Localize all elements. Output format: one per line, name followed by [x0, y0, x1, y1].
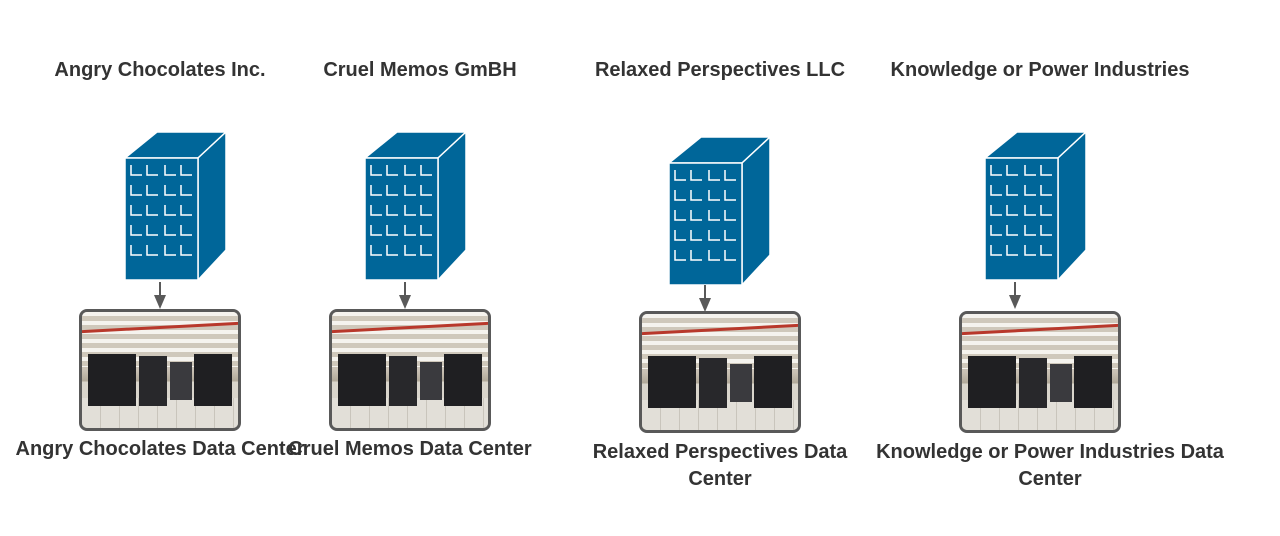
arrow-down-icon	[1008, 282, 1022, 312]
data-center-photo	[329, 309, 491, 431]
arrow-down-icon	[153, 282, 167, 312]
data-center-label: Knowledge or Power Industries Data Cente…	[876, 441, 1224, 490]
data-center-label: Cruel Memos Data Center	[288, 438, 532, 460]
building-icon	[360, 128, 470, 288]
arrow-down-icon	[398, 282, 412, 312]
company-title: Cruel Memos GmBH	[323, 59, 517, 81]
data-center-photo	[639, 311, 801, 433]
data-center-photo	[959, 311, 1121, 433]
arrow-down-icon	[698, 285, 712, 315]
company-title: Angry Chocolates Inc.	[54, 59, 266, 81]
data-center-label: Angry Chocolates Data Center	[15, 438, 305, 460]
building-icon	[980, 128, 1090, 288]
building-icon	[120, 128, 230, 288]
company-title: Relaxed Perspectives LLC	[594, 59, 846, 81]
company-title: Knowledge or Power Industries	[890, 59, 1190, 81]
data-center-photo	[79, 309, 241, 431]
data-center-label: Relaxed Perspectives Data Center	[592, 441, 848, 490]
building-icon	[664, 133, 774, 293]
